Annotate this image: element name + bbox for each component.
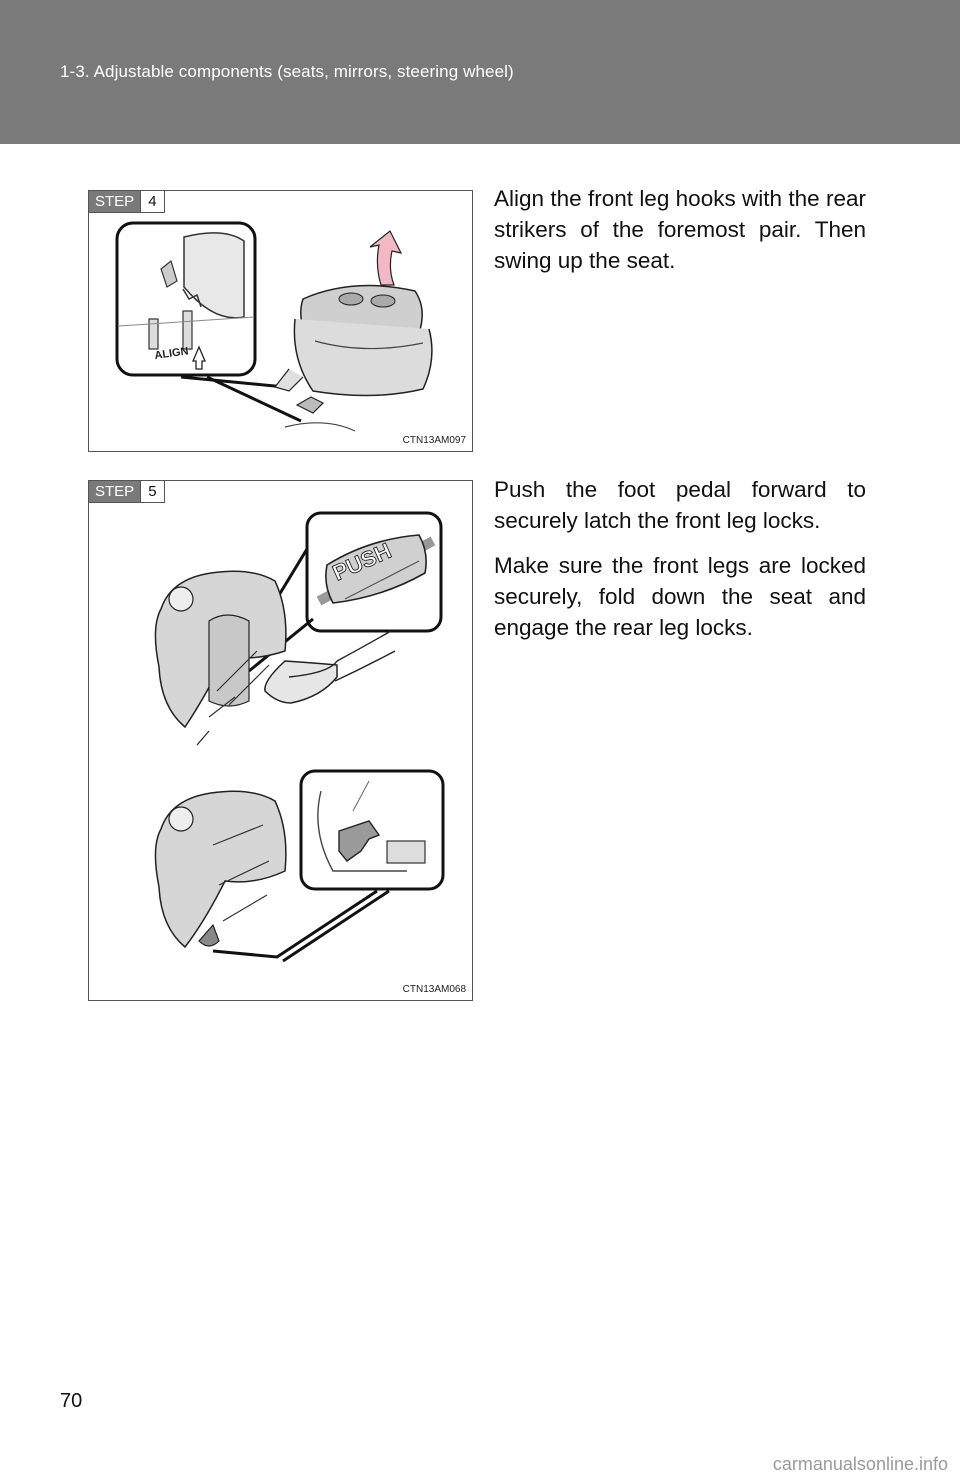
step-5-text: Push the foot pedal forward to securely … bbox=[494, 474, 866, 657]
step-number: 4 bbox=[141, 191, 165, 213]
instruction-paragraph: Push the foot pedal forward to securely … bbox=[494, 477, 866, 533]
instruction-paragraph: Align the front leg hooks with the rear … bbox=[494, 186, 866, 273]
section-title: 1-3. Adjustable components (seats, mirro… bbox=[60, 62, 514, 81]
step-5-tag: STEP 5 bbox=[89, 481, 165, 503]
image-code: CTN13AM097 bbox=[402, 435, 466, 446]
step-4-tag: STEP 4 bbox=[89, 191, 165, 213]
watermark: carmanualsonline.info bbox=[772, 1454, 948, 1474]
pedal-latch-illustration: PUSH bbox=[154, 511, 445, 963]
page-header: 1-3. Adjustable components (seats, mirro… bbox=[0, 0, 960, 144]
step-4-text: Align the front leg hooks with the rear … bbox=[494, 183, 866, 290]
image-code: CTN13AM068 bbox=[402, 984, 466, 995]
seat-align-illustration: ALIGN bbox=[115, 221, 433, 432]
step-number: 5 bbox=[141, 481, 165, 503]
align-label: ALIGN bbox=[154, 345, 190, 362]
page-number: 70 bbox=[60, 1390, 83, 1412]
step-label: STEP bbox=[89, 191, 142, 213]
step-4-figure: STEP 4 ALIGN CTN13AM097 bbox=[88, 190, 473, 452]
step-label: STEP bbox=[89, 481, 142, 503]
instruction-paragraph: Make sure the front legs are locked secu… bbox=[494, 553, 866, 640]
step-5-figure: STEP 5 PUSH CTN13AM068 bbox=[88, 480, 473, 1001]
swing-up-arrow-icon bbox=[369, 230, 403, 286]
